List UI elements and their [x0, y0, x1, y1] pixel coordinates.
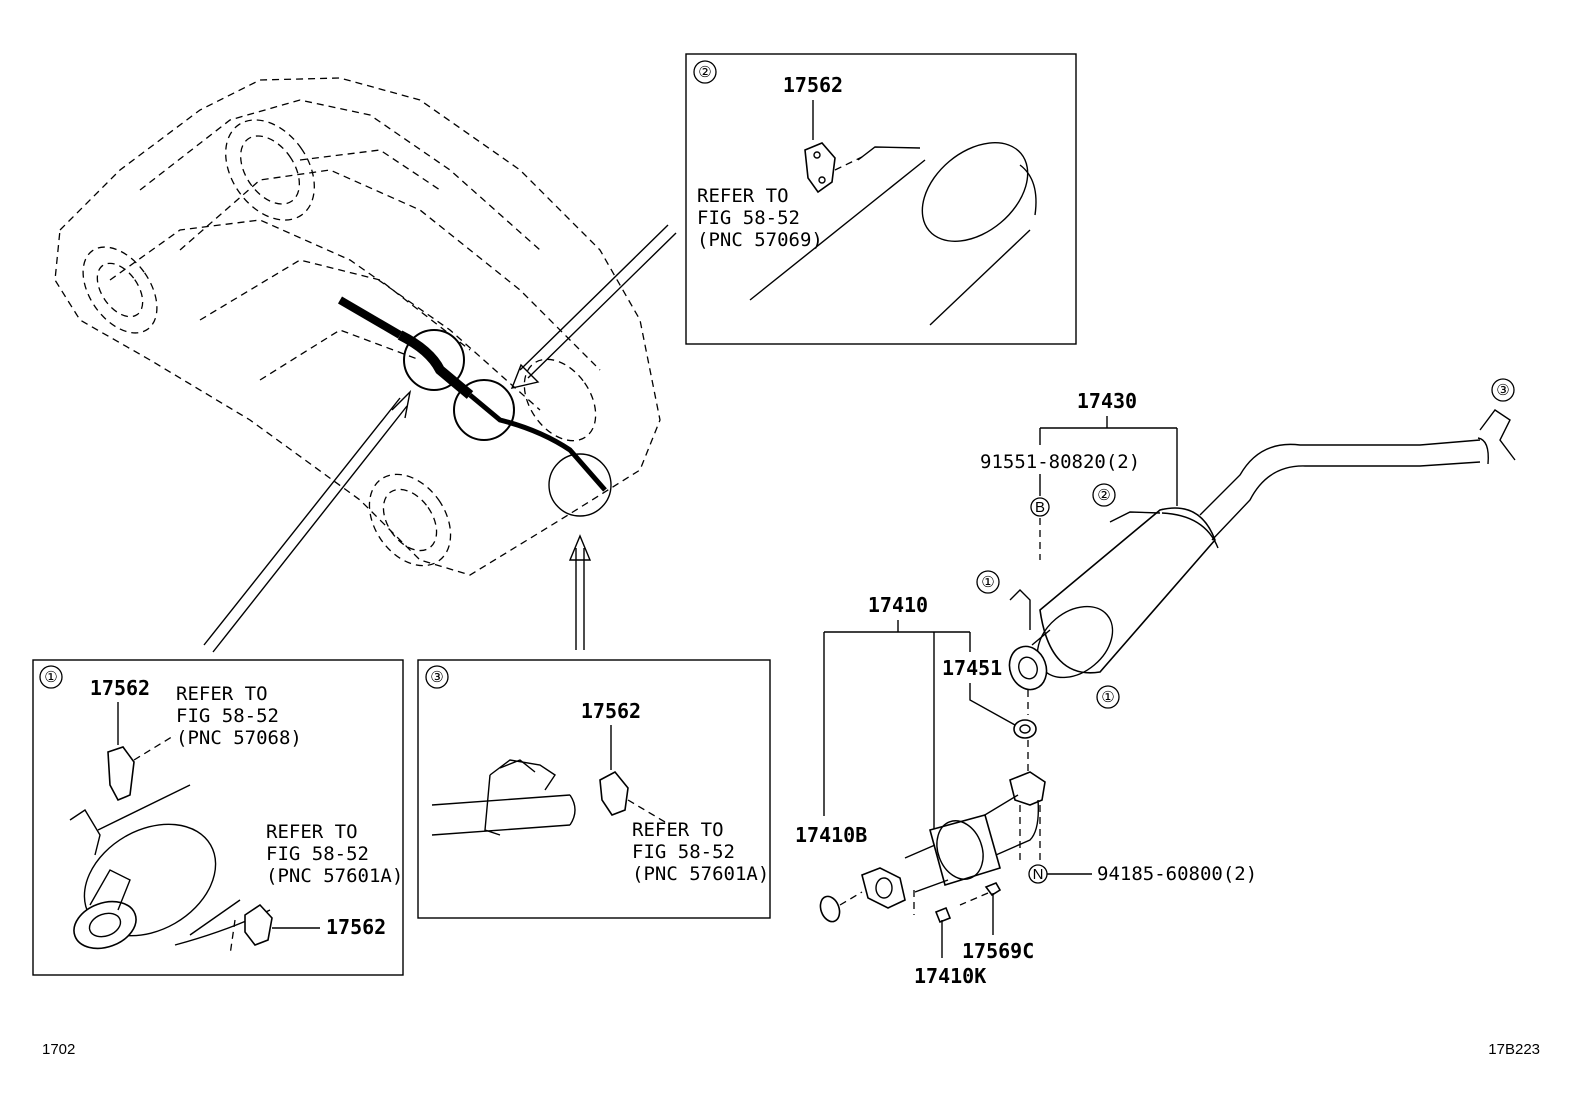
inset-1-refer-bottom-3: (PNC 57601A) — [266, 865, 403, 887]
inset-1-refer-bottom-2: FIG 58-52 — [266, 843, 369, 865]
footer-right-code: 17B223 — [1488, 1041, 1540, 1058]
inset-1-part-bottom-label: 17562 — [326, 915, 386, 939]
label-17410: 17410 — [868, 593, 928, 617]
inset-2-refer-line-3: (PNC 57069) — [697, 229, 823, 251]
inset-3-callout: ③ — [430, 669, 443, 686]
inset-2-refer-line-1: REFER TO — [697, 185, 789, 207]
inset-3-refer-line-3: (PNC 57601A) — [632, 863, 769, 885]
inset-3-refer-line-1: REFER TO — [632, 819, 724, 841]
inset-1-part-top-label: 17562 — [90, 676, 150, 700]
inset-2-refer-line-2: FIG 58-52 — [697, 207, 800, 229]
footer-left-code: 1702 — [42, 1041, 75, 1058]
inset-1-callout: ① — [44, 669, 57, 686]
inset-1-frame — [32, 659, 404, 976]
inset-1: ① 17562 REFER TO FIG 58-52 (PNC 57068) 1… — [32, 659, 404, 976]
inset-2-frame — [685, 53, 1077, 345]
main-callout-2: ② — [1097, 487, 1110, 504]
inset-2-callout: ② — [698, 64, 711, 81]
inset-1-refer-bottom-1: REFER TO — [266, 821, 358, 843]
label-17451: 17451 — [942, 656, 1002, 680]
main-exploded-view: 17430 91551-80820(2) B ③ ② ① ① 174 — [795, 378, 1516, 988]
inset-3-part-label: 17562 — [581, 699, 641, 723]
label-17430: 17430 — [1077, 389, 1137, 413]
inset-2: ② 17562 REFER TO FIG 58-52 (PNC 57069) — [685, 53, 1077, 345]
main-callout-1-lower: ① — [1101, 689, 1114, 706]
inset-2-part-label: 17562 — [783, 73, 843, 97]
label-17410k: 17410K — [914, 964, 986, 988]
callout-b: B — [1035, 499, 1045, 516]
label-94185-60800: 94185-60800(2) — [1097, 863, 1257, 885]
vehicle-underbody-illustration — [54, 77, 677, 653]
inset-3-refer-line-2: FIG 58-52 — [632, 841, 735, 863]
inset-3: ③ 17562 REFER TO FIG 58-52 (PNC 57601A) — [417, 659, 771, 919]
label-17410b: 17410B — [795, 823, 867, 847]
label-91551-80820: 91551-80820(2) — [980, 451, 1140, 473]
label-17569c: 17569C — [962, 939, 1034, 963]
callout-n: N — [1033, 866, 1044, 883]
inset-1-refer-top-2: FIG 58-52 — [176, 705, 279, 727]
inset-1-refer-top-1: REFER TO — [176, 683, 268, 705]
inset-3-frame — [417, 659, 771, 919]
inset-1-refer-top-3: (PNC 57068) — [176, 727, 302, 749]
main-callout-1-upper: ① — [981, 574, 994, 591]
main-callout-3: ③ — [1496, 382, 1509, 399]
